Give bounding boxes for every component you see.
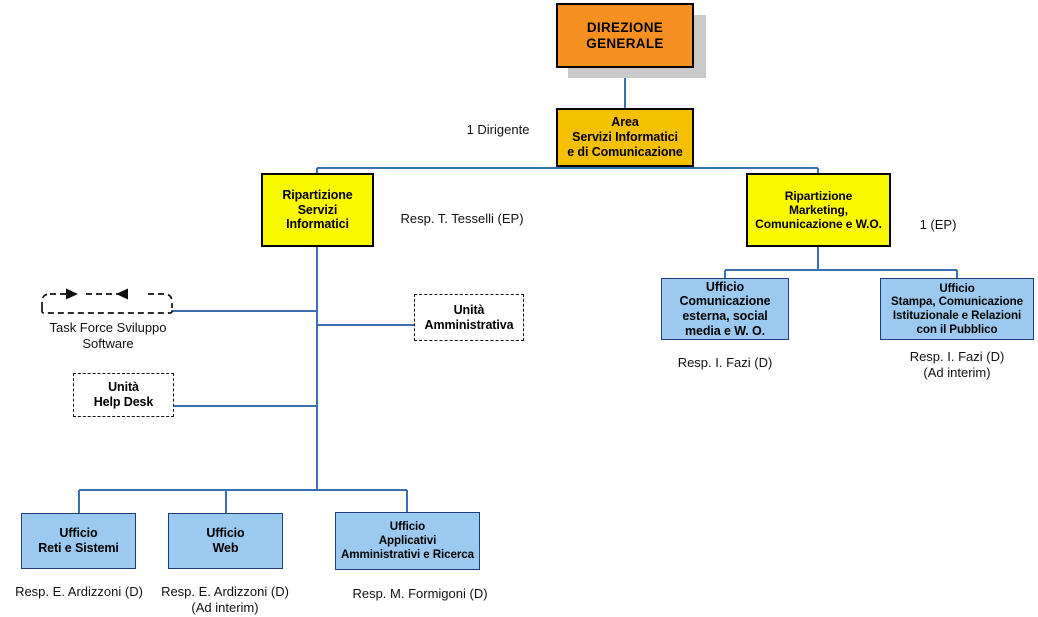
caption-dirigente: 1 Dirigente — [466, 122, 530, 137]
node-direzione-generale[interactable]: DIREZIONE GENERALE — [556, 3, 694, 68]
node-area-servizi-informatici[interactable]: Area Servizi Informatici e di Comunicazi… — [556, 108, 694, 167]
caption-resp-ardizzoni: Resp. E. Ardizzoni (D) — [15, 584, 143, 599]
node-unita-help-desk[interactable]: Unità Help Desk — [73, 373, 174, 417]
node-unita-amministrativa[interactable]: Unità Amministrativa — [414, 294, 524, 341]
label-task-force-sviluppo-software: Task Force Sviluppo Software — [49, 320, 167, 352]
task-force-outline-sides — [41, 308, 173, 314]
caption-resp-formigoni: Resp. M. Formigoni (D) — [352, 586, 488, 601]
caption-resp-fazi: Resp. I. Fazi (D) — [677, 355, 773, 370]
caption-resp-tesselli: Resp. T. Tesselli (EP) — [400, 211, 524, 226]
node-ufficio-stampa[interactable]: Ufficio Stampa, Comunicazione Istituzion… — [880, 278, 1034, 340]
node-ufficio-applicativi[interactable]: Ufficio Applicativi Amministrativi e Ric… — [335, 512, 480, 570]
task-force-outline — [41, 293, 173, 308]
caption-ep-marketing: 1 (EP) — [919, 217, 957, 232]
node-ripartizione-marketing[interactable]: Ripartizione Marketing, Comunicazione e … — [746, 173, 891, 247]
task-force-arrow-left — [116, 288, 128, 300]
node-ufficio-web[interactable]: Ufficio Web — [168, 513, 283, 569]
caption-resp-ardizzoni-interim: Resp. E. Ardizzoni (D) (Ad interim) — [161, 584, 289, 616]
task-force-shape — [41, 288, 173, 314]
node-ufficio-reti-e-sistemi[interactable]: Ufficio Reti e Sistemi — [21, 513, 136, 569]
node-ripartizione-servizi-informatici[interactable]: Ripartizione Servizi Informatici — [261, 173, 374, 247]
node-ufficio-comunicazione-esterna[interactable]: Ufficio Comunicazione esterna, social me… — [661, 278, 789, 340]
caption-resp-fazi-interim: Resp. I. Fazi (D) (Ad interim) — [909, 349, 1005, 381]
task-force-arrow-right — [66, 288, 78, 300]
